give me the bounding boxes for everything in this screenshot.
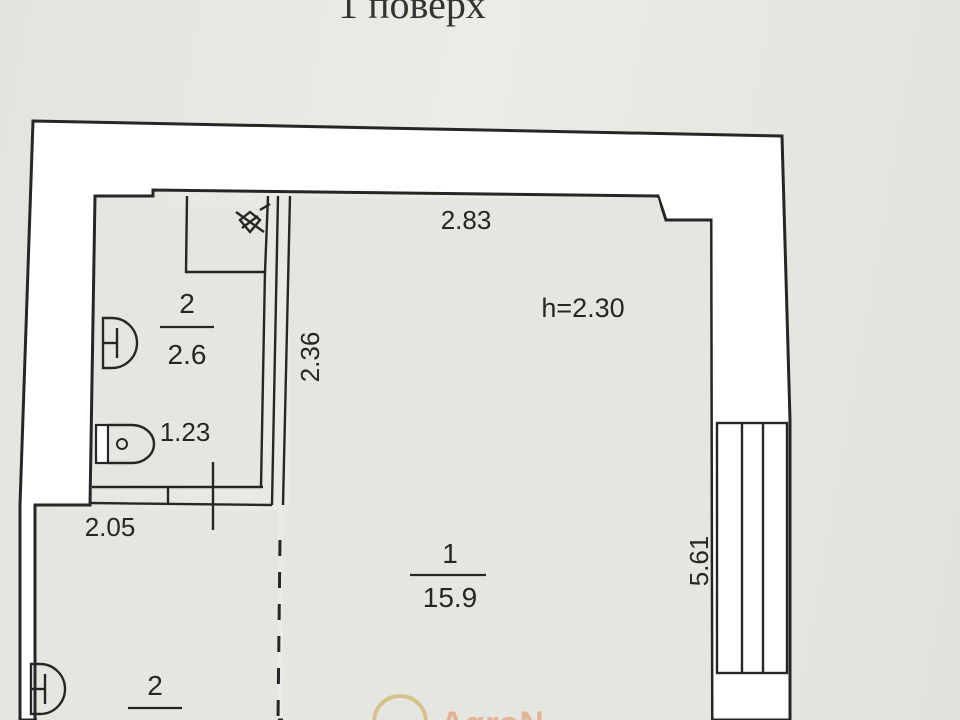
room-label-main: 1 15.9: [410, 538, 486, 613]
open-boundary-dashed: [276, 539, 282, 720]
dim-main-length: 5.61: [684, 536, 714, 587]
dim-bath-width: 1.23: [160, 417, 211, 447]
dim-bath-height: 2.36: [295, 332, 325, 383]
ceiling-height: h=2.30: [541, 293, 624, 323]
room-number-hallway: 2: [147, 670, 163, 701]
room-area-bathroom: 2.6: [168, 339, 207, 370]
window: [715, 421, 789, 675]
toilet-icon: [94, 423, 156, 465]
sink-icon: [101, 316, 139, 370]
hallway-sink-icon: [29, 662, 67, 716]
vent-shaft: [184, 195, 271, 274]
outer-walls: [18, 119, 792, 720]
bathroom-partition: [89, 195, 292, 530]
watermark-text: AgroN...: [440, 705, 572, 720]
room-label-hallway: 2: [128, 670, 182, 710]
vent-icon: [235, 202, 271, 234]
room-number-bathroom: 2: [179, 288, 195, 319]
watermark-logo-icon: [372, 694, 428, 720]
main-room-floor: [283, 198, 711, 720]
bathroom-floor: [93, 207, 263, 483]
plan-title: 1 поверх: [338, 0, 486, 27]
room-area-main: 15.9: [423, 582, 478, 613]
hallway-floor: [37, 510, 278, 720]
dim-main-width: 2.83: [441, 205, 492, 235]
watermark: AgroN...: [372, 694, 572, 720]
room-label-bathroom: 2 2.6: [160, 288, 214, 370]
room-number-main: 1: [442, 538, 458, 569]
dim-hall-width: 2.05: [85, 512, 136, 542]
